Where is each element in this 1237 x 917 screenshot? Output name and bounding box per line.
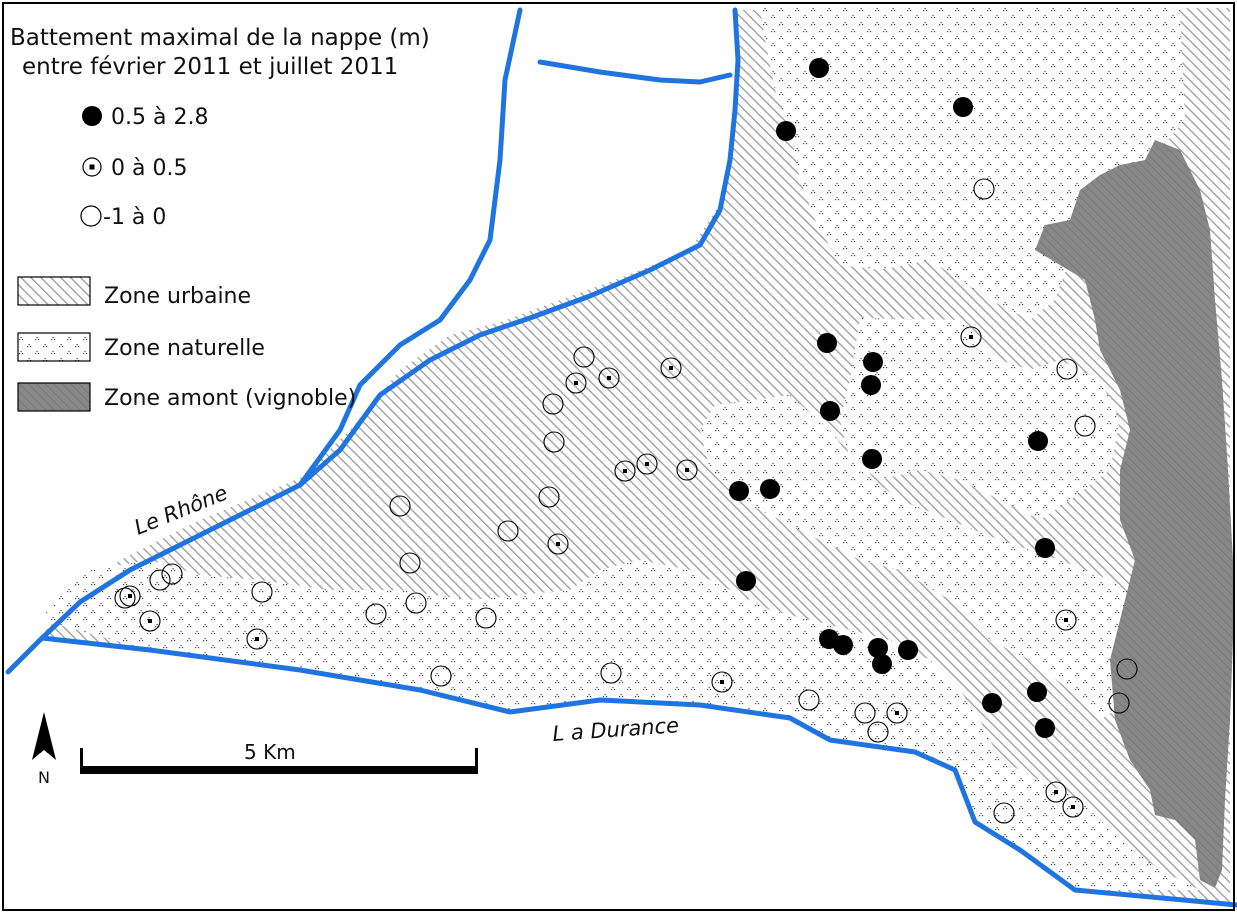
well-mid-8 xyxy=(119,585,141,607)
well-high-7 xyxy=(862,449,882,469)
well-high-0 xyxy=(809,58,829,78)
legend-urban-label: Zone urbaine xyxy=(104,284,251,309)
well-low-12 xyxy=(251,581,273,603)
natural-zones xyxy=(40,8,1200,890)
well-low-11 xyxy=(430,665,452,687)
well-high-15 xyxy=(868,638,888,658)
durance-river xyxy=(39,635,1237,908)
well-low-16 xyxy=(600,662,622,684)
legend-natural-label: Zone naturelle xyxy=(104,336,265,361)
well-high-16 xyxy=(898,640,918,660)
well-mid-14 xyxy=(1045,781,1067,803)
well-low-4 xyxy=(538,486,560,508)
legend-upstream-label: Zone amont (vignoble) xyxy=(104,386,356,411)
legend-class-mid-label: 0 à 0.5 xyxy=(111,156,187,181)
well-high-5 xyxy=(861,375,881,395)
well-low-22 xyxy=(1116,658,1138,680)
well-low-0 xyxy=(973,178,995,200)
legend-natural-swatch xyxy=(17,332,91,362)
well-mid-6 xyxy=(676,459,698,481)
scale-bar: 5 Km xyxy=(80,740,478,774)
well-high-14 xyxy=(833,635,853,655)
well-low-6 xyxy=(389,495,411,517)
wells-layer xyxy=(114,58,1138,824)
legend-low-symbol xyxy=(80,205,102,227)
well-high-1 xyxy=(953,97,973,117)
well-low-19 xyxy=(867,721,889,743)
well-mid-4 xyxy=(614,460,636,482)
well-mid-9 xyxy=(139,610,161,632)
legend-urban-swatch xyxy=(17,276,91,306)
well-high-6 xyxy=(820,401,840,421)
legend: Battement maximal de la nappe (m) entre … xyxy=(10,25,430,412)
well-high-4 xyxy=(863,352,883,372)
well-low-2 xyxy=(542,393,564,415)
well-high-18 xyxy=(982,693,1002,713)
north-arrow: N xyxy=(32,712,56,787)
well-low-10 xyxy=(475,607,497,629)
well-low-7 xyxy=(399,552,421,574)
well-mid-0 xyxy=(960,326,982,348)
well-high-12 xyxy=(736,571,756,591)
rhone-river xyxy=(5,482,303,675)
well-high-8 xyxy=(1028,431,1048,451)
well-low-13 xyxy=(161,563,183,585)
well-mid-1 xyxy=(565,372,587,394)
well-low-20 xyxy=(1056,358,1078,380)
well-high-11 xyxy=(1035,538,1055,558)
well-mid-7 xyxy=(547,533,569,555)
well-high-19 xyxy=(1027,682,1047,702)
well-mid-5 xyxy=(636,453,658,475)
well-low-15 xyxy=(114,587,136,609)
well-high-10 xyxy=(760,479,780,499)
well-mid-2 xyxy=(598,367,620,389)
well-low-8 xyxy=(405,592,427,614)
legend-class-low-label: -1 à 0 xyxy=(103,205,166,230)
well-low-17 xyxy=(798,689,820,711)
rhone-branch xyxy=(537,59,733,85)
well-high-20 xyxy=(1035,718,1055,738)
north-label: N xyxy=(38,768,50,787)
well-low-24 xyxy=(993,802,1015,824)
rhone-west-bank xyxy=(297,7,523,488)
legend-upstream-swatch xyxy=(17,382,91,412)
well-mid-13 xyxy=(886,702,908,724)
well-low-1 xyxy=(573,346,595,368)
well-low-23 xyxy=(1108,692,1130,714)
well-low-5 xyxy=(497,520,519,542)
legend-title-line1: Battement maximal de la nappe (m) xyxy=(10,25,430,51)
scale-bar-label: 5 Km xyxy=(244,740,296,764)
north-arrow-icon xyxy=(32,712,56,760)
well-low-14 xyxy=(149,569,171,591)
well-high-17 xyxy=(872,654,892,674)
rivers xyxy=(5,7,1237,908)
well-low-21 xyxy=(1074,415,1096,437)
well-mid-10 xyxy=(246,628,268,650)
well-mid-12 xyxy=(1055,609,1077,631)
well-high-2 xyxy=(776,121,796,141)
well-high-3 xyxy=(817,333,837,353)
upstream-vineyard-zone xyxy=(1035,140,1233,888)
legend-high-symbol xyxy=(82,106,102,126)
well-mid-15 xyxy=(1062,796,1084,818)
well-mid-11 xyxy=(711,671,733,693)
legend-title-line2: entre février 2011 et juillet 2011 xyxy=(22,54,398,80)
rhone-east-bank xyxy=(297,7,741,488)
well-mid-3 xyxy=(660,357,682,379)
well-low-18 xyxy=(854,702,876,724)
scale-bar-line xyxy=(80,766,478,774)
well-high-9 xyxy=(729,481,749,501)
legend-class-high-label: 0.5 à 2.8 xyxy=(111,105,208,130)
well-low-3 xyxy=(543,431,565,453)
well-low-9 xyxy=(365,603,387,625)
